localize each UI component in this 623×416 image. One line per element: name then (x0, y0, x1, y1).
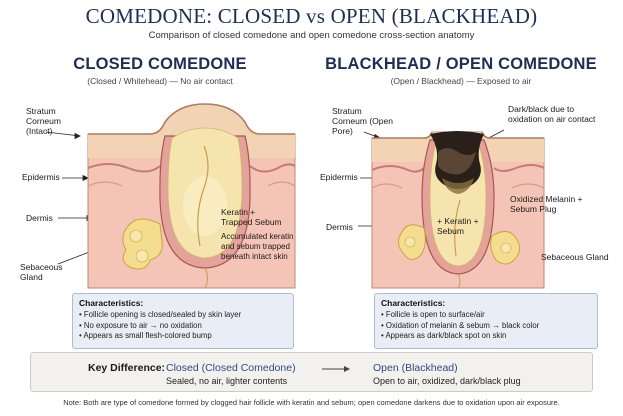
open-characteristic-item: • Oxidation of melanin & sebum → black c… (381, 320, 540, 330)
closed-characteristics-box: Characteristics: • Follicle opening is c… (72, 293, 294, 349)
blackhead-subtitle: (Open / Blackhead) — Exposed to air (390, 76, 532, 86)
open-characteristics-box: Characteristics: • Follicle is open to s… (374, 293, 598, 349)
closed-sebaceous-label: Sebaceous Gland (20, 262, 63, 282)
closed-characteristic-item: • Appears as small flesh-colored bump (79, 331, 212, 340)
key-difference-box: Key Difference: Closed (Closed Comedone)… (30, 352, 593, 392)
open-sebaceous-label: Sebaceous Gland (541, 252, 609, 262)
open-characteristic-item: • Appears as dark/black spot on skin (381, 331, 507, 340)
open-keratin-label: + Keratin + Sebum (437, 216, 479, 236)
open-epidermis-label: Epidermis (320, 172, 358, 182)
key-closed-description: Sealed, no air, lighter contents (166, 376, 288, 386)
closed-comedone-title: CLOSED COMEDONE (73, 55, 247, 73)
closed-keratin-label: Keratin + Trapped Sebum (221, 207, 282, 227)
key-closed-title: Closed (Closed Comedone) (166, 362, 296, 374)
blackhead-title: BLACKHEAD / OPEN COMEDONE (325, 55, 597, 73)
closed-characteristic-item: • Follicle opening is closed/sealed by s… (79, 310, 242, 319)
open-dermis-label: Dermis (326, 222, 353, 232)
key-difference-label: Key Difference: (88, 362, 166, 374)
open-stratum-label: Stratum Corneum (Open Pore) (332, 106, 393, 136)
right-arrow-icon (322, 366, 350, 372)
closed-epidermis-label: Epidermis (22, 172, 60, 182)
closed-comedone-illustration (45, 103, 296, 289)
open-characteristics-title: Characteristics: (381, 298, 446, 308)
blackhead-illustration (358, 129, 545, 289)
page-title: COMEDONE: CLOSED vs OPEN (BLACKHEAD) (85, 4, 538, 28)
closed-dermis-label: Dermis (26, 213, 53, 223)
closed-characteristics-title: Characteristics: (79, 298, 144, 308)
key-open-description: Open to air, oxidized, dark/black plug (373, 376, 521, 386)
open-characteristic-item: • Follicle is open to surface/air (381, 310, 485, 319)
open-oxidized-label: Oxidized Melanin + Sebum Plug (510, 194, 583, 214)
open-dark-label: Dark/black due to oxidation on air conta… (508, 104, 596, 124)
closed-accumulated-label: Accumulated keratin and sebum trapped be… (221, 232, 294, 261)
closed-stratum-label: Stratum Corneum (Intact) (26, 106, 61, 136)
footnote: Note: Both are type of comedone formed b… (63, 398, 560, 407)
closed-characteristic-item: • No exposure to air → no oxidation (79, 320, 202, 330)
closed-comedone-subtitle: (Closed / Whitehead) — No air contact (87, 76, 233, 86)
key-open-title: Open (Blackhead) (373, 362, 458, 374)
page-subtitle: Comparison of closed comedone and open c… (148, 30, 475, 41)
